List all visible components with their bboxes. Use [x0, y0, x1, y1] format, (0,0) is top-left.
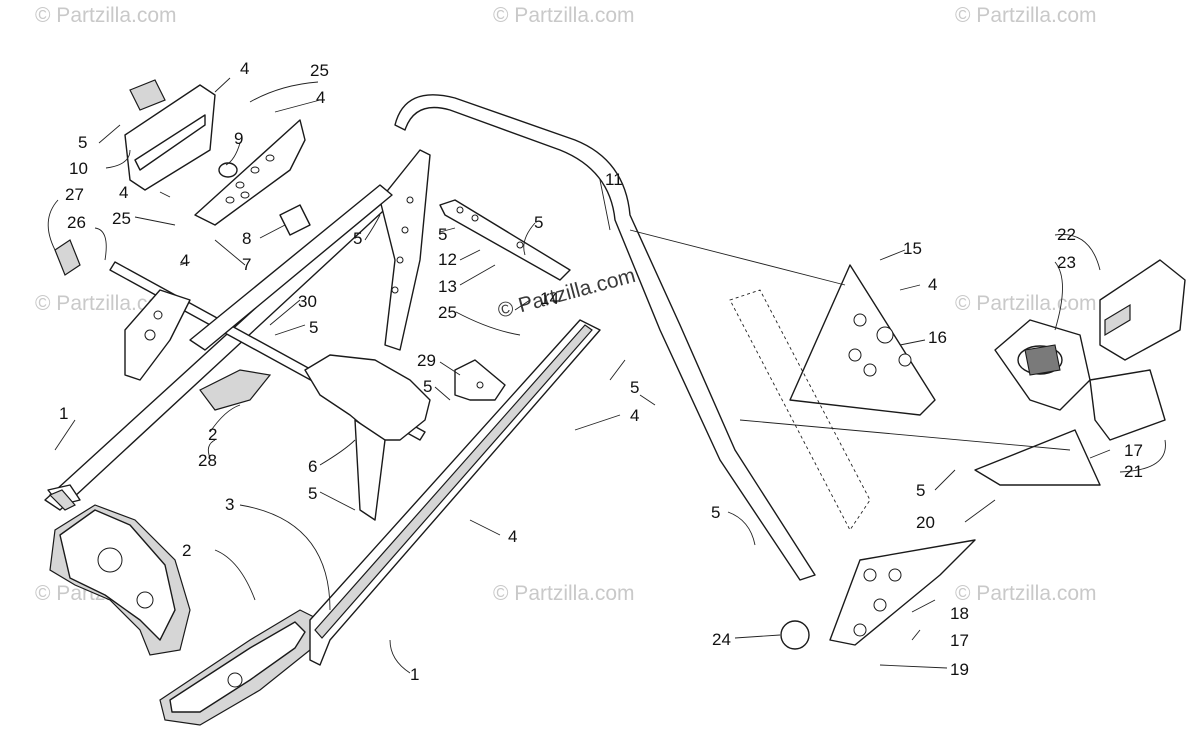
plate-18 — [829, 539, 976, 646]
callout-5: 5 — [916, 481, 925, 500]
callout-3: 3 — [225, 495, 234, 514]
callout-18: 18 — [950, 604, 969, 623]
leader-lines — [47, 77, 1166, 674]
callout-17: 17 — [950, 631, 969, 650]
callout-15: 15 — [903, 239, 922, 258]
callout-25: 25 — [438, 303, 457, 322]
bracket-29 — [454, 359, 506, 401]
callout-17: 17 — [1124, 441, 1143, 460]
plate-7 — [194, 119, 306, 226]
callout-5: 5 — [438, 225, 447, 244]
callout-6: 6 — [308, 457, 317, 476]
callout-4: 4 — [119, 183, 128, 202]
callout-26: 26 — [67, 213, 86, 232]
grip — [1089, 369, 1166, 441]
watermark: © Partzilla.com — [955, 582, 1097, 605]
callout-5: 5 — [534, 213, 543, 232]
callout-4: 4 — [508, 527, 517, 546]
callout-4: 4 — [240, 59, 249, 78]
callout-2: 2 — [208, 425, 217, 444]
callout-5: 5 — [423, 377, 432, 396]
callout-24: 24 — [712, 630, 731, 649]
watermark: © Partzilla.com — [955, 4, 1097, 27]
callout-25: 25 — [112, 209, 131, 228]
callout-21: 21 — [1124, 462, 1143, 481]
part-9 — [218, 162, 238, 178]
main-hoop-11 — [394, 94, 816, 581]
part-23 — [994, 319, 1091, 411]
module-22 — [1099, 259, 1186, 361]
callout-28: 28 — [198, 451, 217, 470]
part-8 — [279, 204, 311, 236]
lower-left-mount — [49, 504, 321, 726]
callout-27: 27 — [65, 185, 84, 204]
bracket-17 — [974, 429, 1101, 486]
left-upright — [379, 149, 431, 351]
callout-5: 5 — [630, 378, 639, 397]
callout-5: 5 — [711, 503, 720, 522]
callout-29: 29 — [417, 351, 436, 370]
ghost-panel — [729, 289, 871, 531]
callout-25: 25 — [310, 61, 329, 80]
callout-9: 9 — [234, 129, 243, 148]
callout-8: 8 — [242, 229, 251, 248]
callout-19: 19 — [950, 660, 969, 679]
callout-22: 22 — [1057, 225, 1076, 244]
callout-4: 4 — [180, 251, 189, 270]
callout-1: 1 — [410, 665, 419, 684]
callout-23: 23 — [1057, 253, 1076, 272]
callout-1: 1 — [59, 404, 68, 423]
callout-5: 5 — [353, 229, 362, 248]
callout-12: 12 — [438, 250, 457, 269]
callout-4: 4 — [928, 275, 937, 294]
callout-14: 14 — [540, 289, 559, 308]
ring-24 — [780, 620, 810, 650]
callout-5: 5 — [78, 133, 87, 152]
bracket-12 — [439, 199, 571, 281]
callout-11: 11 — [605, 170, 623, 189]
callout-labels: 4 25 4 5 9 10 27 4 26 25 8 4 7 5 30 5 5 … — [59, 59, 1143, 684]
callout-13: 13 — [438, 277, 457, 296]
callout-20: 20 — [916, 513, 935, 532]
callout-4: 4 — [316, 88, 325, 107]
callout-10: 10 — [69, 159, 88, 178]
watermark: © Partzilla.com — [955, 292, 1097, 315]
callout-4: 4 — [630, 406, 639, 425]
plate-16 — [789, 264, 936, 416]
callout-2: 2 — [182, 541, 191, 560]
callout-5: 5 — [308, 484, 317, 503]
upper-rail — [189, 184, 393, 351]
watermark: © Partzilla.com — [493, 4, 635, 27]
left-gusset — [124, 289, 191, 381]
lower-angle-rail — [309, 319, 601, 666]
watermark: © Partzilla.com — [493, 582, 635, 605]
callout-5: 5 — [309, 318, 318, 337]
watermark: © Partzilla.com — [35, 292, 177, 315]
watermark: © Partzilla.com — [35, 4, 177, 27]
module-10 — [124, 79, 216, 191]
front-cross-bar — [44, 189, 396, 511]
callout-16: 16 — [928, 328, 947, 347]
callout-7: 7 — [242, 255, 251, 274]
center-part-6 — [199, 354, 431, 521]
callout-30: 30 — [298, 292, 317, 311]
